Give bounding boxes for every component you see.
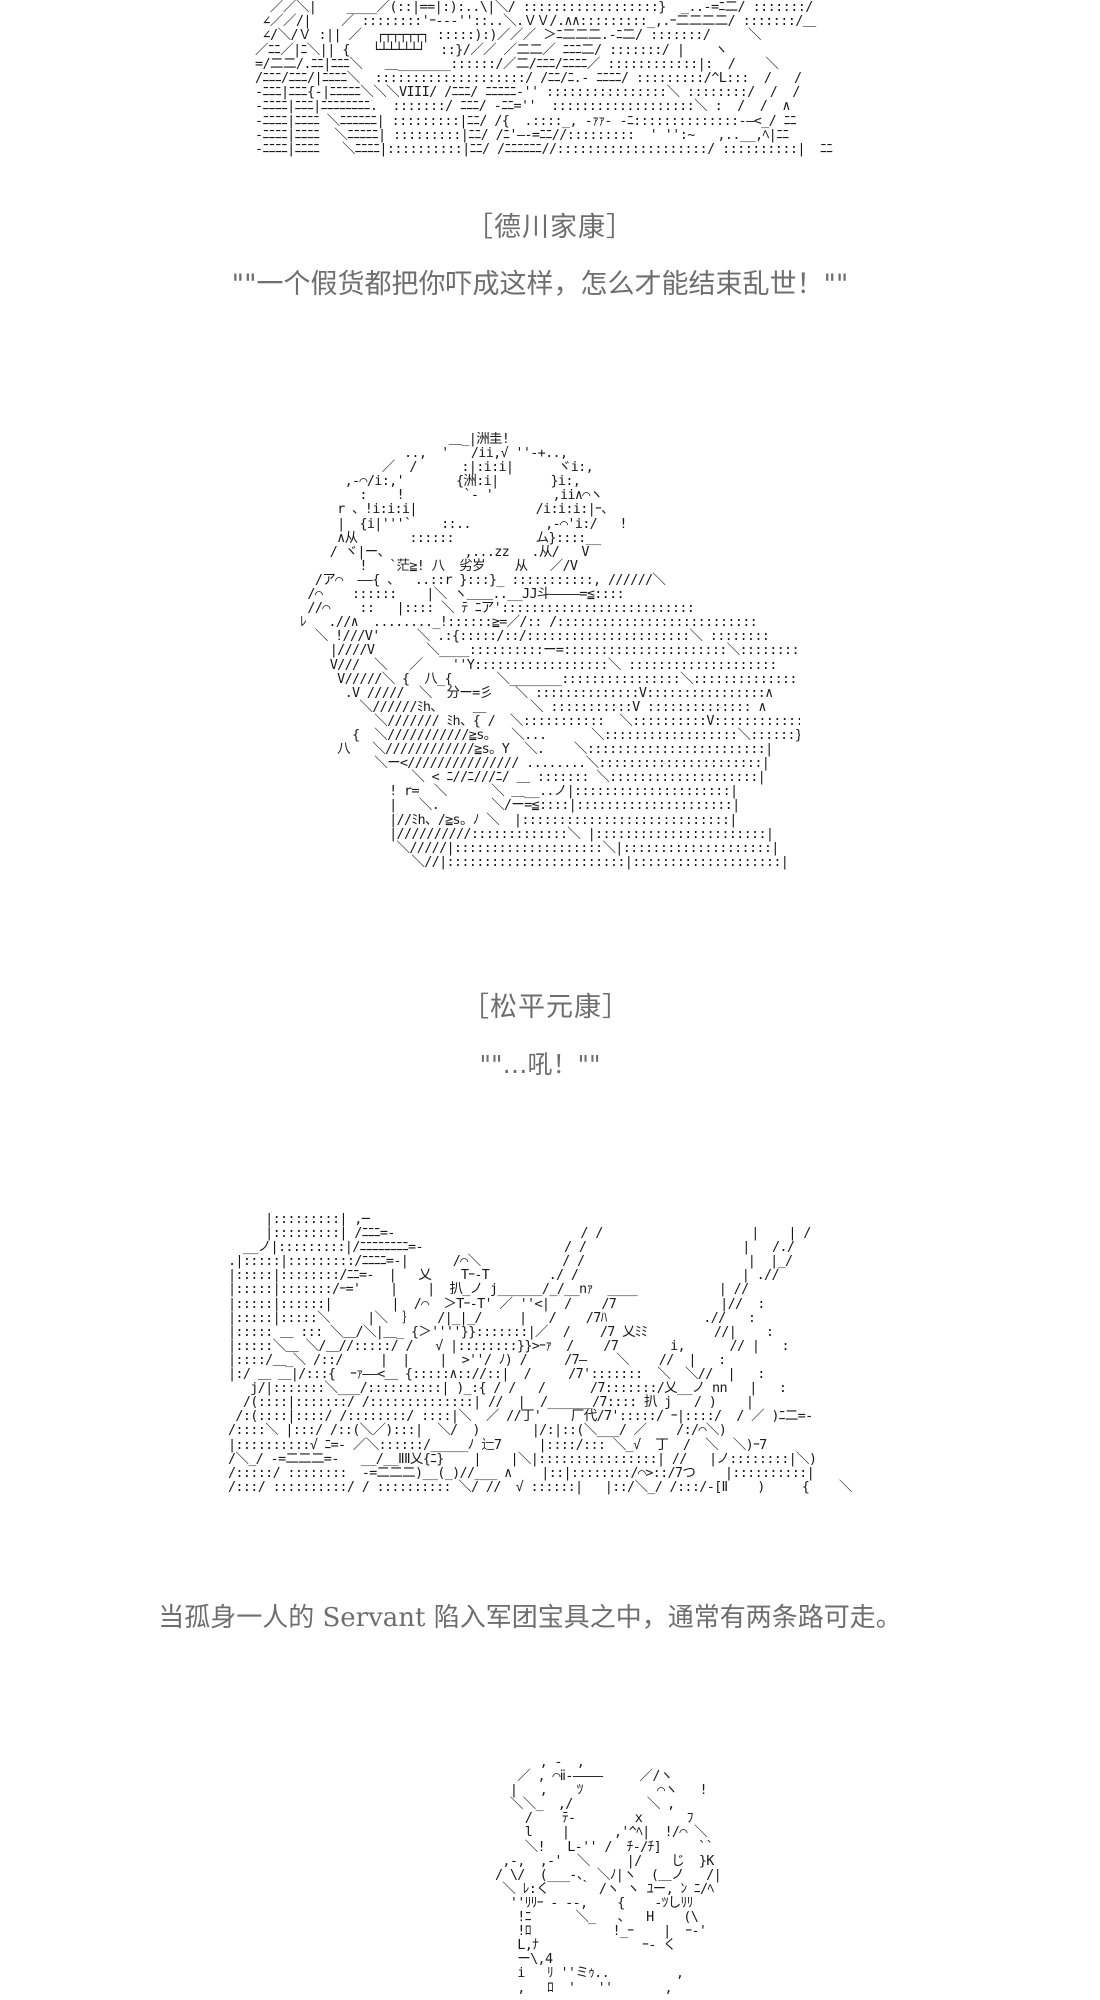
- dialogue-quote-1: ""一个假货都把你吓成这样，怎么才能结束乱世！"": [231, 269, 849, 300]
- dialogue-quote-2: ""…吼！"": [479, 1050, 601, 1079]
- narration-text: 当孤身一人的 Servant 陷入军团宝具之中，通常有两条路可走。: [0, 1597, 1080, 1634]
- character-name-matsudaira-motoyasu: ［松平元康］: [462, 992, 630, 1023]
- narration-prefix: 当孤身一人的: [158, 1603, 323, 1633]
- ascii-art-panel-2: ＿_|洲圭! .., ' /ii,√ ''-+.., ／ / :|:i:i| ヾ…: [300, 432, 800, 870]
- narration-servant-word: Servant: [322, 1603, 426, 1633]
- narration-suffix: 陷入军团宝具之中，通常有两条路可走。: [425, 1603, 902, 1633]
- ascii-art-panel-3: |:::::::::| ,─ |:::::::::| /ﾆﾆﾆ=- / / | …: [228, 1212, 852, 1495]
- ascii-art-panel-1: ／／＼| ____／(::|==|:):..\|＼/ :::::::::::::…: [255, 0, 833, 158]
- ascii-art-panel-4: , ‐ , ／ , ⌒ⅱ‐―――― ／/ヽ | , ﾂ ⌒ヽ ! ＼＼_ ,/ …: [495, 1755, 722, 1996]
- character-name-tokugawa-ieyasu: ［德川家康］: [466, 212, 634, 243]
